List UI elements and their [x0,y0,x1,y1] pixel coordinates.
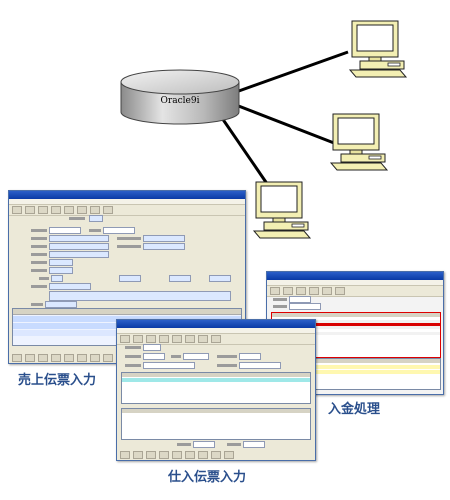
database-label: Oracle9i [161,96,200,106]
client-computer-icon-3 [253,181,311,239]
link-db-pc2 [235,103,335,145]
client-computer-icon-2 [330,113,388,171]
link-db-pc3 [220,117,272,189]
sales-entry-caption: 売上伝票入力 [18,373,97,388]
link-db-pc1 [235,50,349,94]
database-cylinder-icon: Oracle9i [120,69,240,125]
client-computer-icon-1 [349,20,407,78]
purchase-entry-caption: 仕入伝票入力 [168,470,247,485]
payment-caption: 入金処理 [328,402,381,417]
purchase-entry-screenshot [116,319,316,461]
